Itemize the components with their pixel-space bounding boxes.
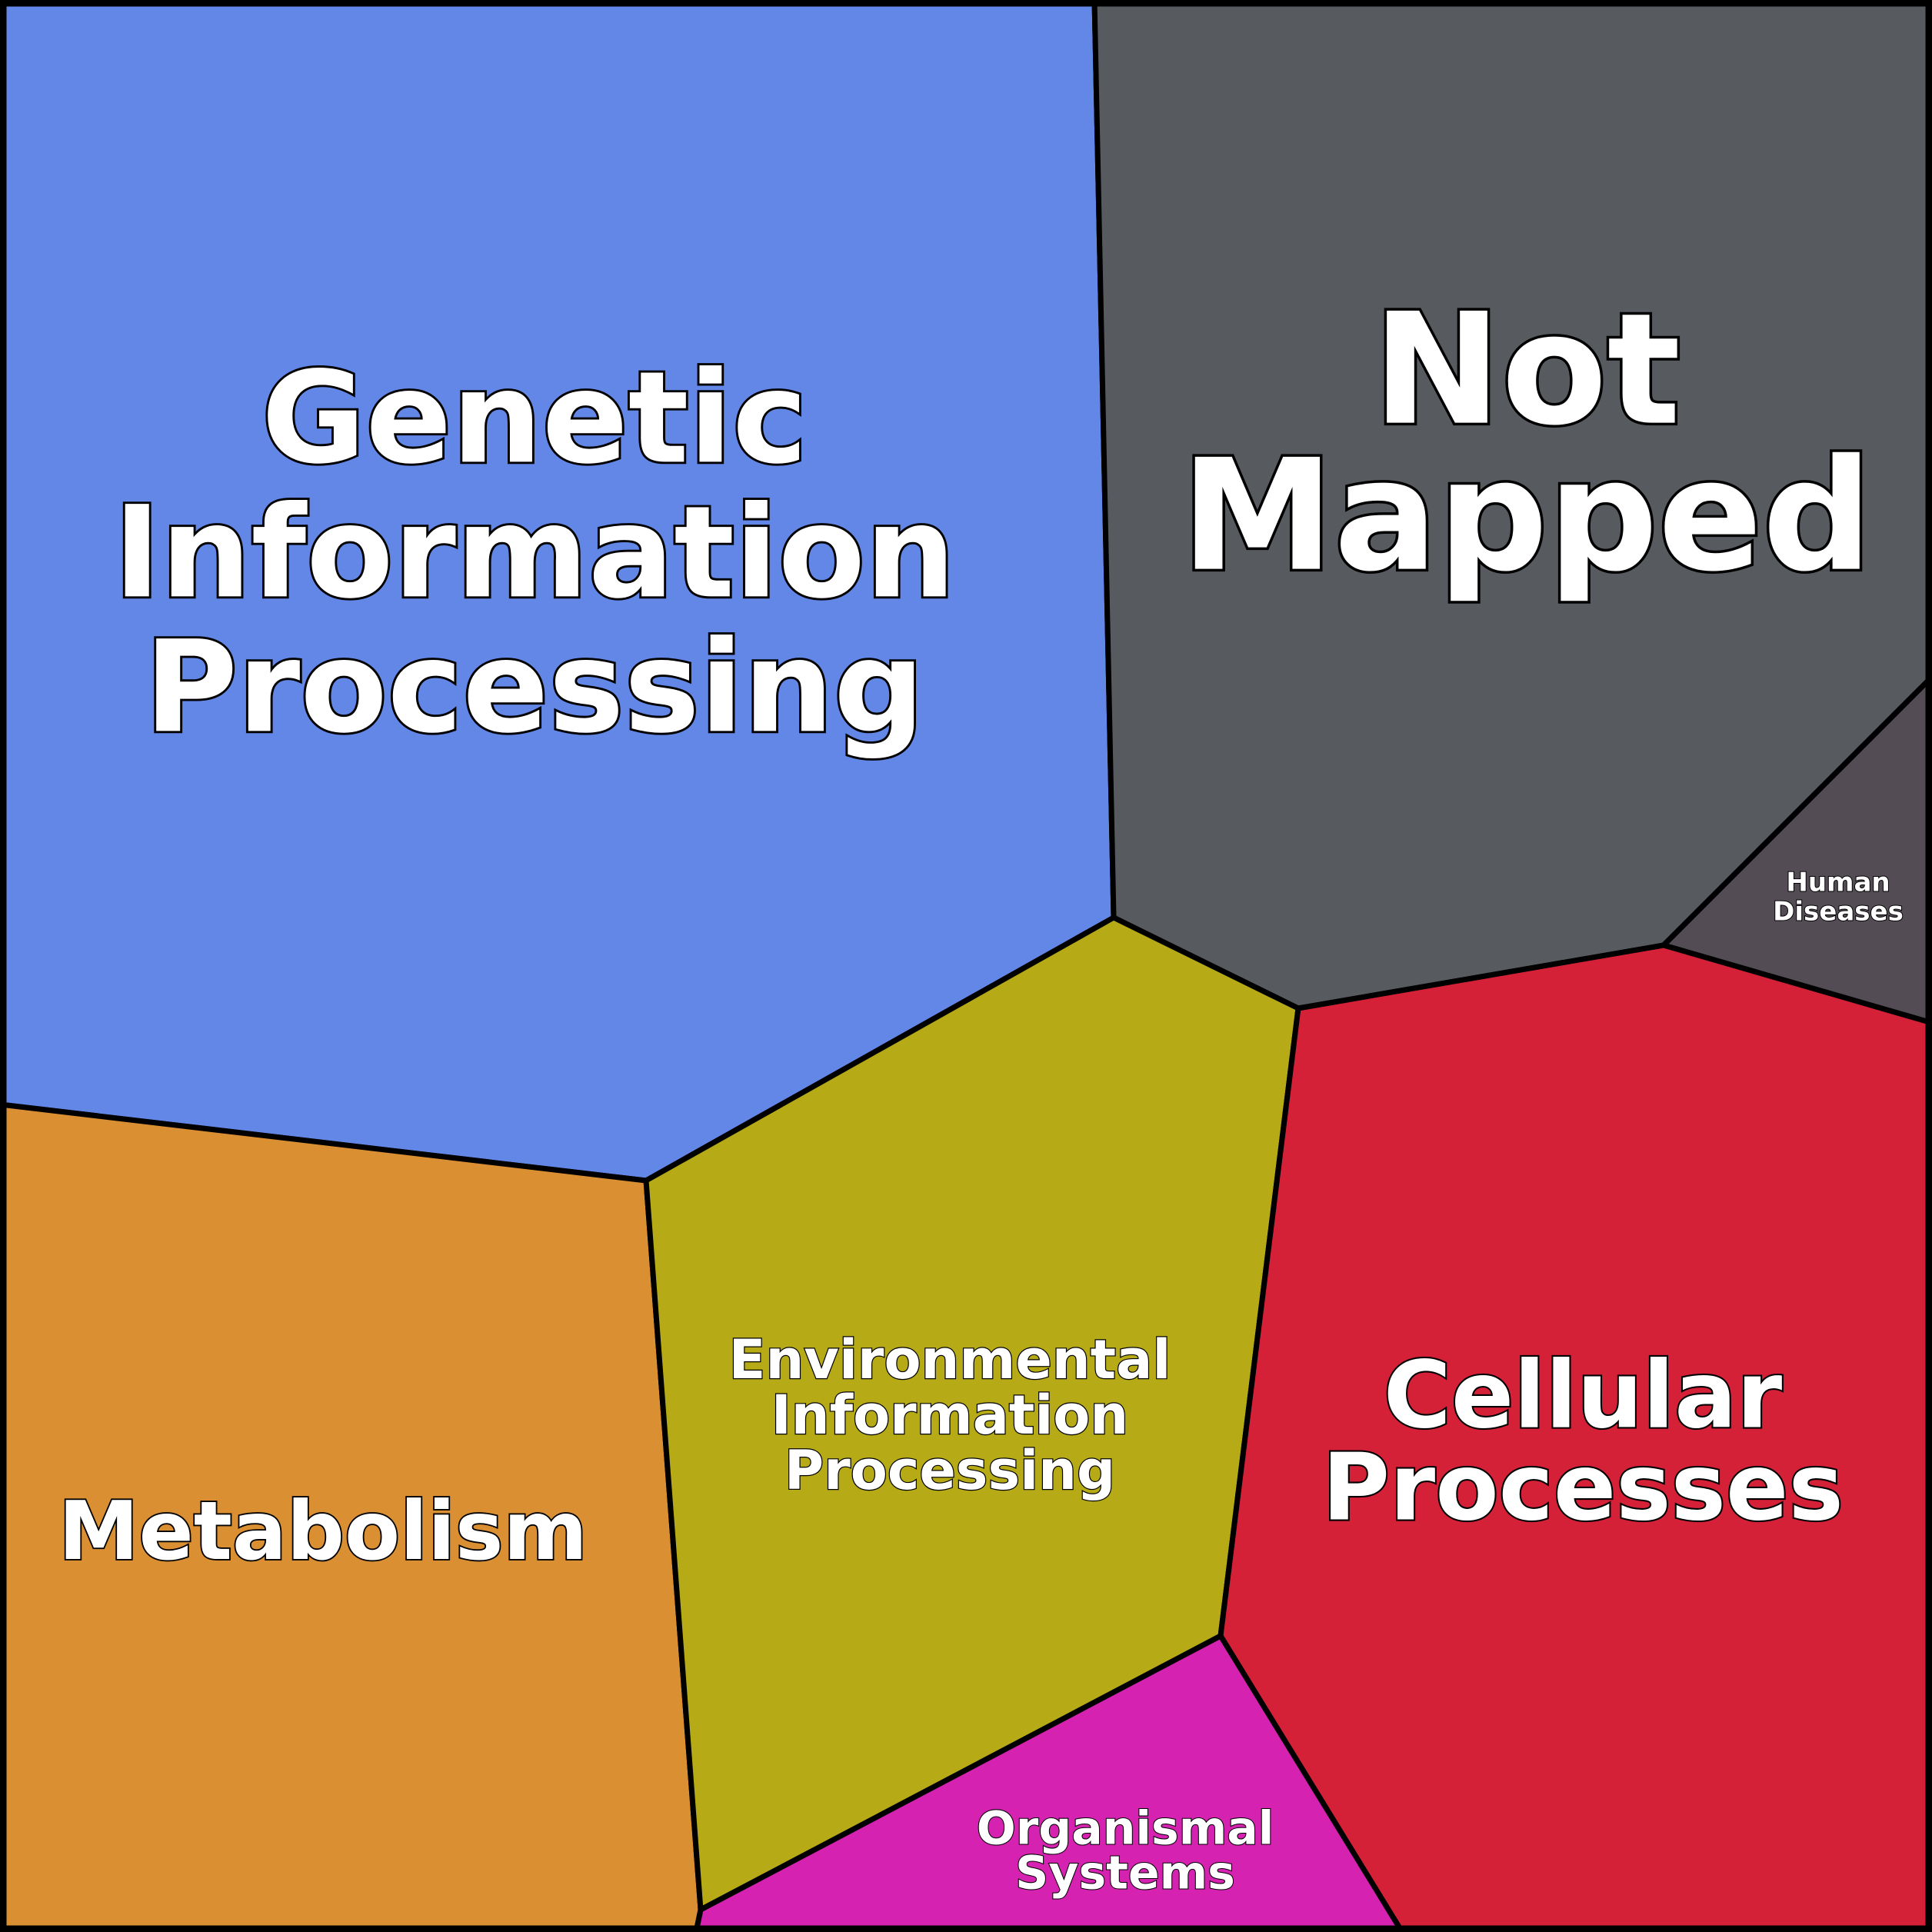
label-organismal-line-2: Systems: [1015, 1847, 1235, 1900]
cell-organismal: [693, 1633, 1405, 1932]
label-human-diseases-line-1: Human: [1786, 868, 1890, 898]
label-organismal-line-1: Organismal: [977, 1802, 1274, 1856]
label-not-mapped-line-2: Mapped: [1181, 427, 1872, 606]
label-genetic-line-3: Processing: [145, 613, 924, 761]
label-genetic-line-2: Information: [114, 478, 956, 626]
label-environmental-line-1: Environmental: [729, 1328, 1171, 1391]
label-not-mapped-line-1: Not: [1373, 281, 1681, 460]
label-genetic-line-1: Genetic: [261, 344, 808, 491]
label-cellular-line-1: Cellular: [1384, 1343, 1782, 1450]
label-environmental-line-2: Information: [771, 1384, 1129, 1447]
label-cellular-line-2: Processes: [1322, 1435, 1844, 1542]
label-human-diseases-line-2: Diseases: [1773, 897, 1904, 928]
label-metabolism-line-1: Metabolism: [58, 1484, 588, 1578]
label-environmental-line-3: Processing: [784, 1439, 1115, 1502]
